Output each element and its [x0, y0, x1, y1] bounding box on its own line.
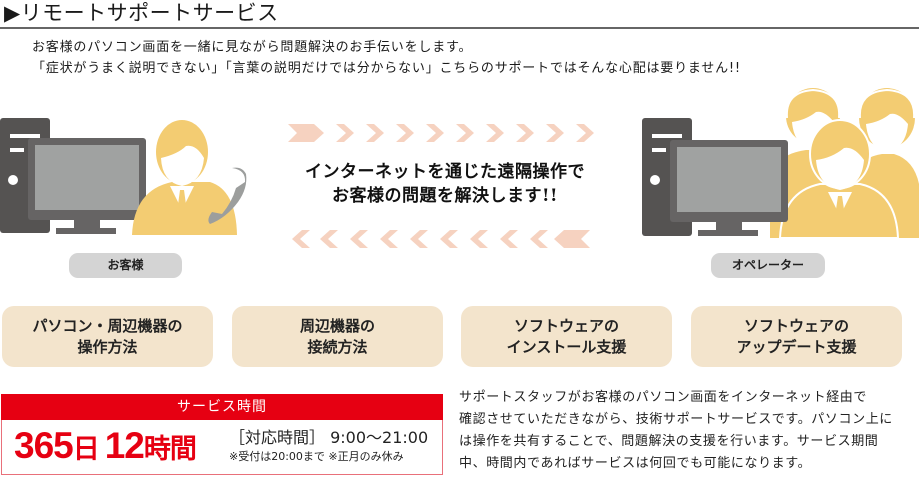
page-title: ▶リモートサポートサービス [4, 1, 279, 25]
operator-group-icon [770, 88, 919, 238]
tagline: インターネットを通じた遠隔操作で お客様の問題を解決します!! [280, 160, 610, 208]
service-hours-heading: サービス時間 [1, 394, 443, 420]
operator-pc-illustration [642, 88, 919, 238]
service-description: サポートスタッフがお客様のパソコン画面をインターネット経由で 確認させていただき… [459, 390, 893, 471]
service-card-software-update: ソフトウェアの アップデート支援 [691, 306, 902, 367]
service-card-pc-operation: パソコン・周辺機器の 操作方法 [2, 306, 213, 367]
service-hours-box [1, 394, 443, 475]
arrows-left-icon [292, 230, 590, 248]
tagline-line-1: インターネットを通じた遠隔操作で [305, 162, 585, 182]
monitor-icon [670, 140, 788, 236]
customer-label: お客様 [69, 253, 182, 278]
operator-label: オペレーター [711, 253, 825, 278]
service-card-software-install: ソフトウェアの インストール支援 [461, 306, 672, 367]
customer-person-icon [132, 120, 237, 235]
tagline-line-2: お客様の問題を解決します!! [332, 186, 558, 206]
arrows-right-icon [288, 124, 594, 142]
title-divider [0, 27, 919, 29]
intro-line-2: 「症状がうまく説明できない」「言葉の説明だけでは分からない」こちらのサポートでは… [32, 61, 741, 76]
service-card-peripheral-connection: 周辺機器の 接続方法 [232, 306, 443, 367]
phone-icon [208, 167, 247, 224]
monitor-icon [28, 138, 146, 234]
service-hours-detail: ［対応時間］ 9:00～21:00 [229, 428, 429, 447]
service-hours-note: ※受付は20:00まで ※正月のみ休み [229, 450, 404, 463]
intro-line-1: お客様のパソコン画面を一緒に見ながら問題解決のお手伝いをします。 [32, 40, 473, 55]
intro-text: お客様のパソコン画面を一緒に見ながら問題解決のお手伝いをします。 「症状がうまく… [32, 37, 741, 79]
customer-pc-illustration [0, 118, 247, 235]
